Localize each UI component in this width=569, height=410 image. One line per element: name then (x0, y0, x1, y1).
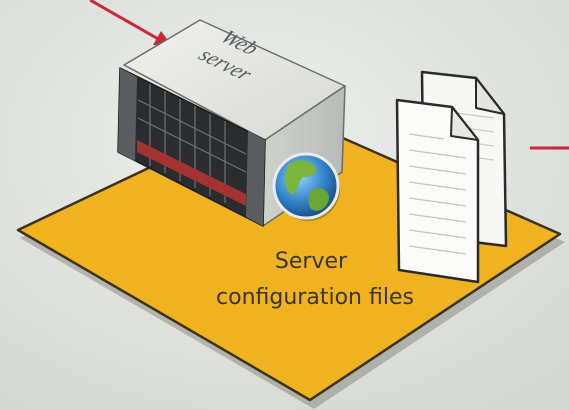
server-red-stripe (137, 140, 246, 206)
server-handle-right (246, 131, 265, 226)
platform-label-line2: configuration files (216, 285, 414, 310)
platform-label-line1: Server (275, 249, 348, 274)
document-icon (395, 70, 508, 284)
server-handle-left (118, 68, 137, 161)
globe-icon (272, 152, 340, 221)
